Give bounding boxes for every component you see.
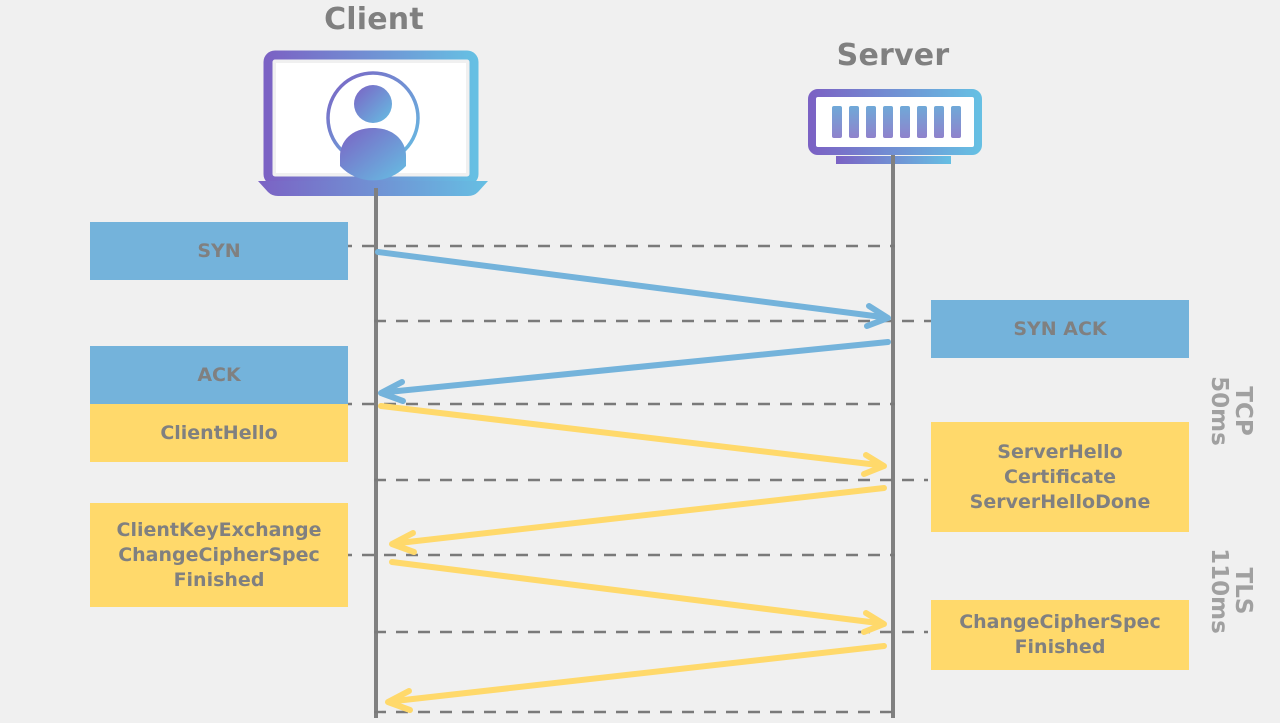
- message-box-syn[interactable]: SYN: [90, 222, 348, 280]
- phase-label-tcp-text: TCP 50ms: [1206, 376, 1256, 446]
- message-label-syn: SYN: [197, 239, 241, 262]
- phase-label-tcp: TCP 50ms: [1206, 351, 1279, 471]
- message-box-serverfinished[interactable]: ChangeCipherSpec Finished: [931, 600, 1189, 670]
- message-label-client-key-exchange: ClientKeyExchange ChangeCipherSpec Finis…: [116, 518, 322, 591]
- message-label-clienthello: ClientHello: [160, 421, 278, 444]
- message-label-serverhello: ServerHello Certificate ServerHelloDone: [969, 440, 1151, 513]
- actor-title-client: Client: [274, 2, 474, 37]
- message-box-ack[interactable]: ACK: [90, 346, 348, 404]
- message-box-client-key-exchange[interactable]: ClientKeyExchange ChangeCipherSpec Finis…: [90, 503, 348, 607]
- actor-label-client: Client: [324, 2, 424, 37]
- ack-clienthello-arrow: [378, 403, 887, 477]
- message-box-clienthello[interactable]: ClientHello: [90, 404, 348, 462]
- message-box-synack[interactable]: SYN ACK: [931, 300, 1189, 358]
- server-rack-icon: [808, 89, 982, 164]
- actor-label-server: Server: [836, 38, 950, 73]
- serverhello-arrow: [389, 485, 887, 555]
- message-label-synack: SYN ACK: [1013, 317, 1107, 340]
- serverfinished-arrow: [385, 643, 887, 713]
- message-box-serverhello[interactable]: ServerHello Certificate ServerHelloDone: [931, 422, 1189, 532]
- phase-label-tls-text: TLS 110ms: [1206, 548, 1256, 634]
- clientkeyexchange-arrow: [389, 559, 887, 635]
- message-label-ack: ACK: [197, 363, 241, 386]
- synack-arrow: [378, 339, 891, 404]
- actor-title-server: Server: [793, 38, 993, 73]
- syn-arrow: [375, 249, 891, 329]
- message-label-serverfinished: ChangeCipherSpec Finished: [959, 611, 1161, 658]
- dashed-separators: [340, 244, 931, 714]
- laptop-user-icon: [258, 50, 488, 196]
- phase-label-tls: TLS 110ms: [1206, 531, 1279, 651]
